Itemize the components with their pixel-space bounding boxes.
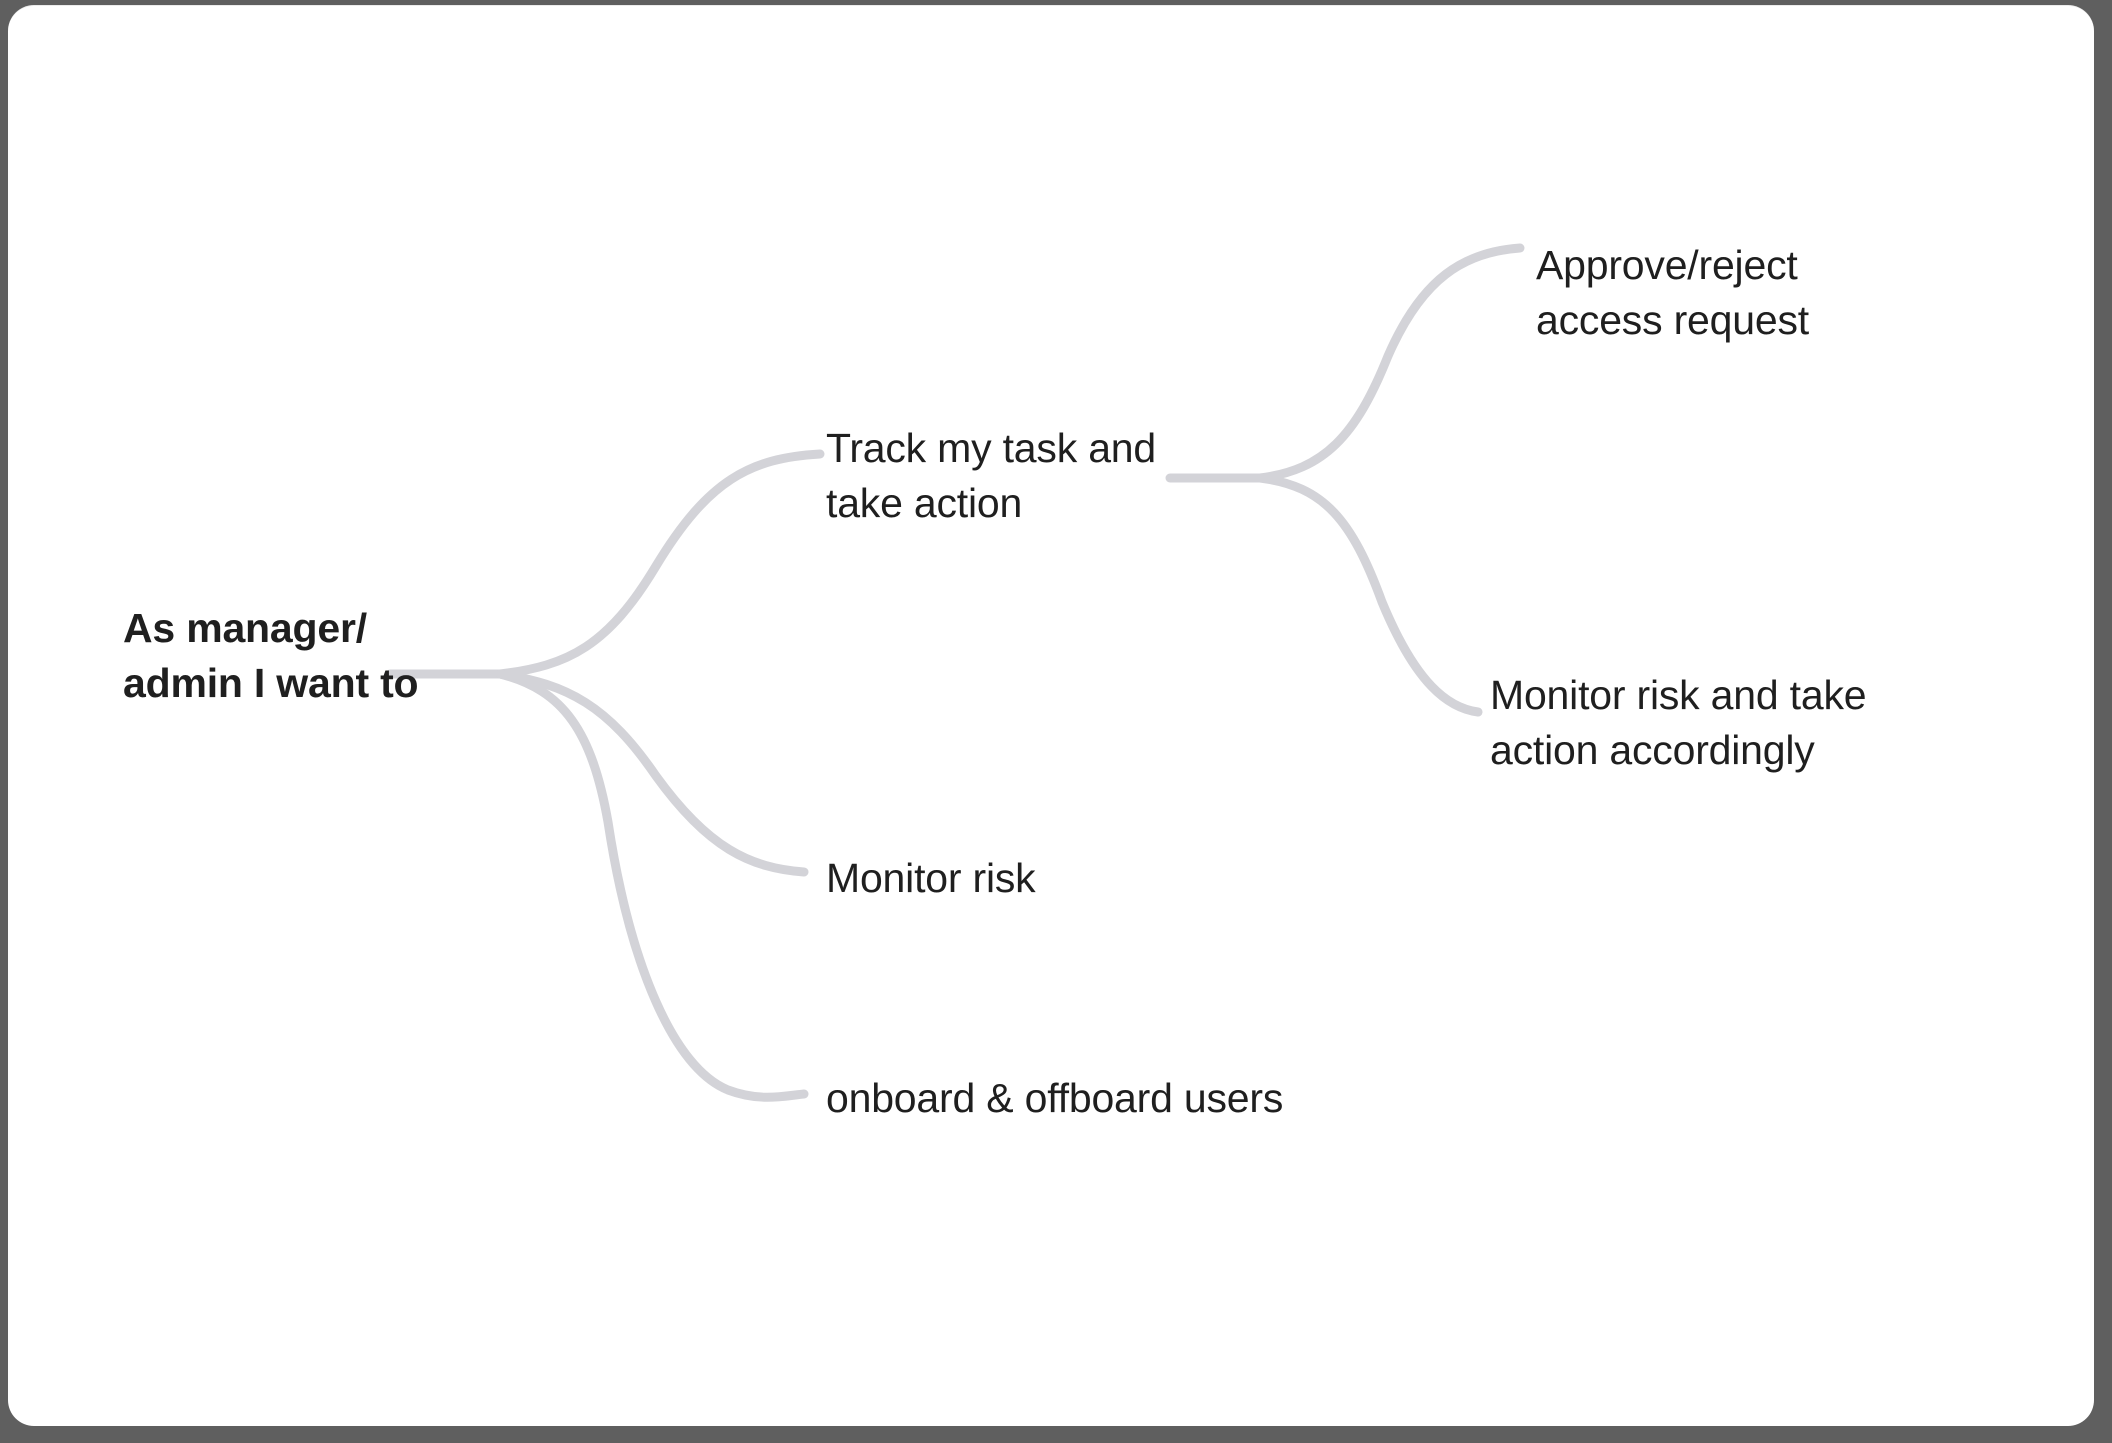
connector-root-to-monitor-risk — [495, 669, 809, 877]
mindmap-node-approve-reject[interactable]: Approve/reject access request — [1536, 242, 1809, 343]
mindmap-node-onboard-offboard[interactable]: onboard & offboard users — [826, 1075, 1284, 1121]
connector-root-to-track — [495, 449, 825, 679]
mindmap-node-monitor-risk[interactable]: Monitor risk — [826, 855, 1036, 901]
mindmap-canvas[interactable]: As manager/ admin I want to Track my tas… — [8, 5, 2094, 1426]
connector-track-to-monitor-action — [1255, 473, 1483, 717]
mindmap-node-track-task[interactable]: Track my task and take action — [826, 425, 1157, 526]
connector-track-to-approve — [1255, 243, 1525, 483]
mindmap-root-node[interactable]: As manager/ admin I want to — [123, 605, 419, 706]
mindmap-node-monitor-risk-action[interactable]: Monitor risk and take action accordingly — [1490, 672, 1867, 773]
connector-root-to-onboard — [495, 669, 809, 1102]
